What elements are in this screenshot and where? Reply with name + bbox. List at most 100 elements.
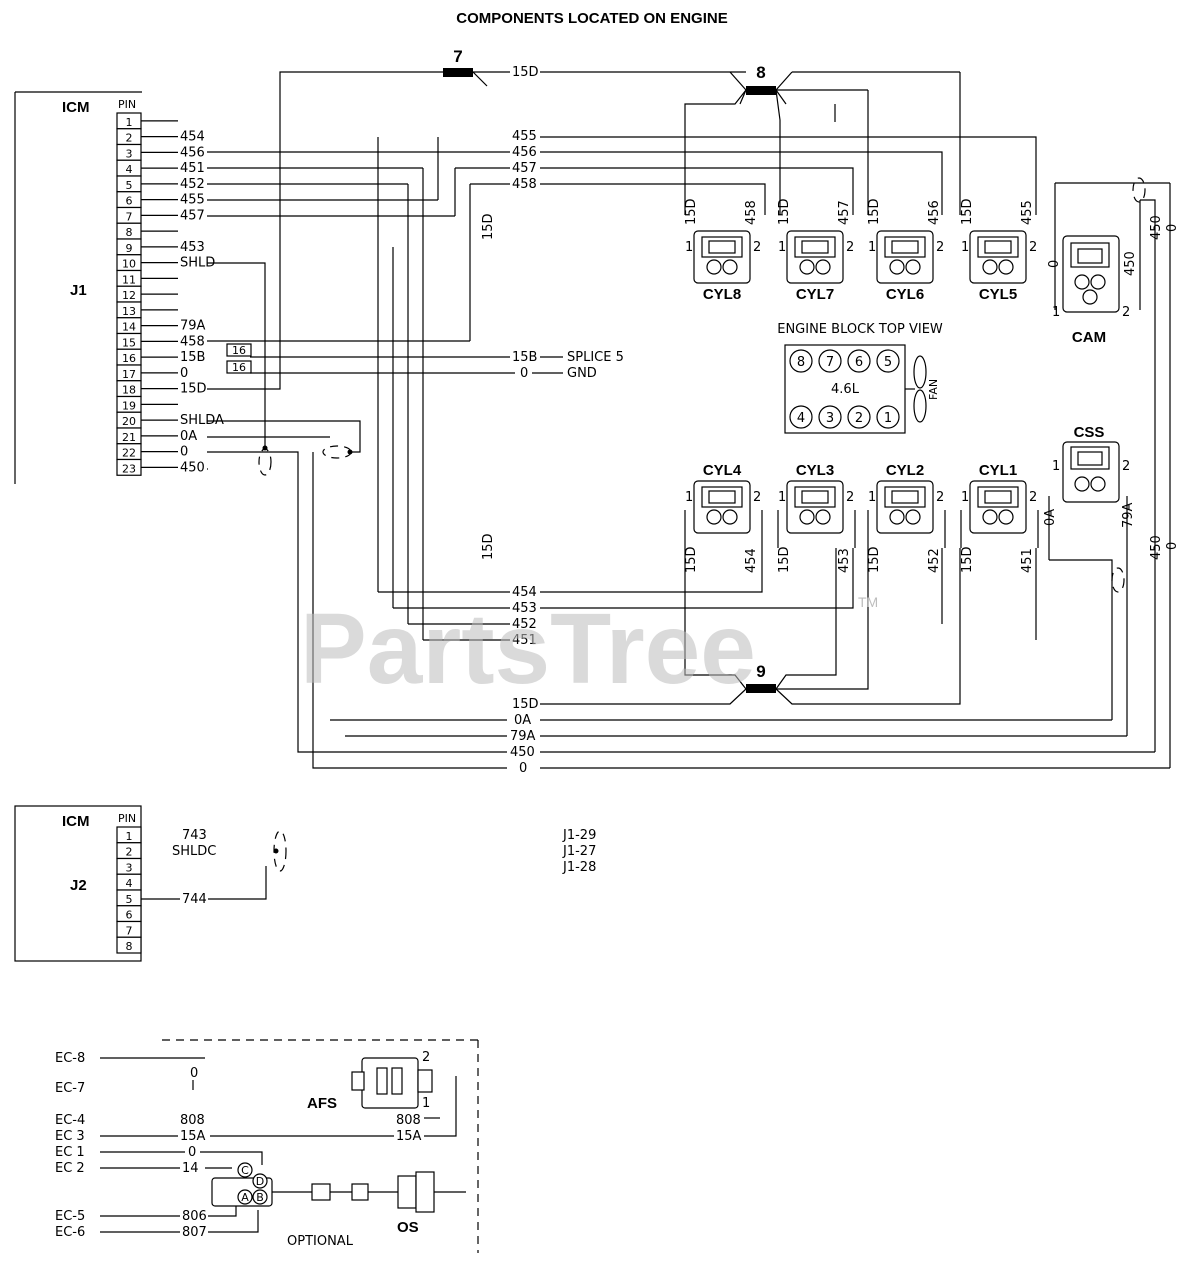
cylinder-number: 2	[855, 411, 863, 426]
j1-wire-label: 458	[180, 334, 205, 349]
ec-w15a-label: 15A	[180, 1129, 206, 1144]
j1-wire-label: 453	[180, 240, 205, 255]
j2-pin-number: 6	[126, 909, 133, 922]
watermark-tm: TM	[858, 594, 878, 610]
engine-block-caption: ENGINE BLOCK TOP VIEW	[777, 322, 943, 337]
bottom-bus: 454 453 452 451 9 15D 0A 79A 450 0	[207, 452, 1170, 776]
coil-right-wire: 457	[837, 200, 852, 225]
j2-w744-label: 744	[182, 892, 207, 907]
j1-wire-label: SHLDA	[180, 413, 224, 428]
j1-pin-number: 11	[122, 273, 136, 286]
diagram-title: COMPONENTS LOCATED ON ENGINE	[456, 10, 727, 27]
j1-wire-label: 15B	[180, 350, 205, 365]
coil-left-wire: 15D	[867, 198, 882, 225]
coil-right-wire: 452	[927, 548, 942, 573]
coil-name: CYL8	[703, 286, 741, 303]
j1-wire-label: 0	[180, 445, 188, 460]
j1-wire-label: 0	[180, 366, 188, 381]
j1-wire-label: 456	[180, 145, 205, 160]
bus-w453-label: 453	[512, 601, 537, 616]
afs-sensor	[361, 1057, 419, 1109]
cylinder-number: 1	[884, 411, 892, 426]
coil-name: CYL5	[979, 286, 1017, 303]
plug-a: A	[241, 1191, 249, 1204]
cam-w450-label: 450	[1123, 251, 1138, 276]
splice-9	[746, 684, 776, 693]
cam-pin1: 1	[1052, 305, 1060, 320]
ec-w15ab-label: 15A	[396, 1129, 422, 1144]
j1-ref-29: J1-29	[562, 828, 596, 843]
j2-pin-cell	[116, 936, 142, 954]
ec5-label: EC-5	[55, 1209, 85, 1224]
j1-wire-label: SHLD	[180, 256, 215, 271]
w458-label: 458	[512, 177, 537, 192]
j1-wire-group: 454456451452455457453SHLD79A45815B015DSH…	[141, 120, 224, 475]
j1-pin-header: PIN	[118, 98, 136, 111]
plug-b: B	[256, 1191, 264, 1204]
j2-pin-header: PIN	[118, 812, 136, 825]
j2-shldc-label: SHLDC	[172, 844, 216, 859]
coil-left-wire: 15D	[960, 198, 975, 225]
ec7-label: EC-7	[55, 1081, 85, 1096]
w457-label: 457	[512, 161, 537, 176]
w15d-top-label: 15D	[512, 65, 539, 80]
bus-w0-label: 0	[519, 761, 527, 776]
afs-pin2: 2	[422, 1050, 430, 1065]
partstree-watermark: PartsTree	[300, 593, 756, 705]
j1-pin-number: 4	[126, 163, 133, 176]
j1-pin-number: 15	[122, 336, 136, 349]
ec-w0b-label: 0	[188, 1145, 196, 1160]
ec-w806-label: 806	[182, 1209, 207, 1224]
cylinder-number: 3	[826, 411, 834, 426]
coil-left-wire: 15D	[777, 546, 792, 573]
j1-pin-number: 20	[122, 415, 136, 428]
j1-wire-label: 455	[180, 193, 205, 208]
os-label: OS	[397, 1219, 419, 1236]
j1-wire-label: 451	[180, 161, 205, 176]
splice-7	[443, 68, 473, 77]
j2-pin-number: 2	[126, 846, 133, 859]
cam-sensor: CAM 1 2 0 450 450 0	[1047, 177, 1180, 768]
bus-w15d-label: 15D	[512, 697, 539, 712]
j2-pin-number: 5	[126, 893, 133, 906]
j1-pin-number: 22	[122, 447, 136, 460]
bus-w452-label: 452	[512, 617, 537, 632]
coil-pin2: 2	[753, 490, 761, 505]
ec8-label: EC-8	[55, 1051, 85, 1066]
ec-w808-label: 808	[180, 1113, 205, 1128]
w455-label: 455	[512, 129, 537, 144]
j1-pin-number: 5	[126, 179, 133, 192]
coil-name: CYL1	[979, 462, 1017, 479]
engine-displacement: 4.6L	[831, 382, 860, 397]
icm-j1-block: ICM PIN J1 12345678910111213141516171819…	[14, 91, 142, 484]
css-w0a-label: 0A	[1043, 509, 1058, 526]
splice-7-label: 7	[453, 47, 462, 66]
cylinder-number: 5	[884, 355, 892, 370]
j1-wire-label: 79A	[180, 319, 206, 334]
j1-pin-number: 8	[126, 226, 133, 239]
cam-label: CAM	[1072, 329, 1106, 346]
ec4-label: EC-4	[55, 1113, 85, 1128]
j1-pin-number: 16	[122, 352, 136, 365]
j1-wire-label: 450	[180, 460, 205, 475]
j1-wire-label: 452	[180, 177, 205, 192]
splice-8	[746, 86, 776, 95]
j2-w743-label: 743	[182, 828, 207, 843]
coil-pin2: 2	[936, 240, 944, 255]
coil-pin1: 1	[778, 490, 786, 505]
coil-right-wire: 451	[1020, 548, 1035, 573]
splice-8-label: 8	[756, 63, 765, 82]
j1-ref-28: J1-28	[562, 860, 596, 875]
bus-w0a-label: 0A	[514, 713, 531, 728]
coil-right-wire: 458	[744, 200, 759, 225]
bus-w454-label: 454	[512, 585, 537, 600]
cam-pin2: 2	[1122, 305, 1130, 320]
j1-wire-label: 457	[180, 208, 205, 223]
coil-pin2: 2	[1029, 240, 1037, 255]
